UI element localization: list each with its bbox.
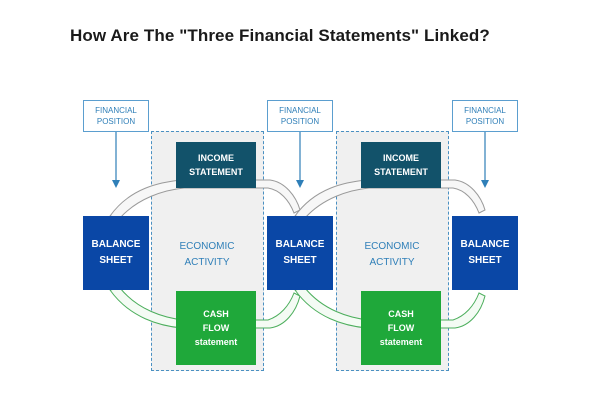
balance-sheet-box-3: BALANCE SHEET <box>452 216 518 290</box>
balance-sheet-box-2: BALANCE SHEET <box>267 216 333 290</box>
financial-position-line1: FINANCIAL <box>279 106 321 115</box>
income-statement-box-1: INCOME STATEMENT <box>176 142 256 188</box>
economic-activity-line1: ECONOMIC <box>364 241 420 252</box>
financial-position-line2: POSITION <box>280 117 320 126</box>
balance-sheet-line1: BALANCE <box>460 239 510 250</box>
cash-flow-line2: FLOW <box>202 323 230 333</box>
balance-sheet-line1: BALANCE <box>275 239 325 250</box>
cash-flow-line3: statement <box>379 337 423 347</box>
financial-position-label-1: FINANCIAL POSITION <box>83 100 149 132</box>
cash-flow-line1: CASH <box>203 309 229 319</box>
balance-sheet-line1: BALANCE <box>91 239 141 250</box>
financial-position-line1: FINANCIAL <box>464 106 506 115</box>
balance-sheet-line2: SHEET <box>468 255 502 266</box>
page-title: How Are The "Three Financial Statements"… <box>70 26 490 45</box>
cash-flow-ribbon-1 <box>109 287 301 329</box>
income-flow-ribbon-2 <box>294 179 486 219</box>
financial-position-label-2: FINANCIAL POSITION <box>267 100 333 132</box>
economic-activity-line2: ACTIVITY <box>184 257 230 268</box>
economic-activity-line2: ACTIVITY <box>369 257 415 268</box>
financial-position-line2: POSITION <box>96 117 136 126</box>
income-statement-line1: INCOME <box>383 153 419 163</box>
income-statement-line1: INCOME <box>198 153 234 163</box>
cash-flow-ribbon-2 <box>294 287 486 329</box>
economic-activity-label-2: ECONOMIC ACTIVITY <box>352 239 432 271</box>
cash-flow-line1: CASH <box>388 309 414 319</box>
financial-position-line2: POSITION <box>465 117 505 126</box>
income-flow-ribbon-1 <box>109 179 301 219</box>
income-statement-box-2: INCOME STATEMENT <box>361 142 441 188</box>
balance-sheet-line2: SHEET <box>99 255 133 266</box>
cash-flow-statement-box-2: CASH FLOW statement <box>361 291 441 365</box>
cash-flow-line3: statement <box>194 337 238 347</box>
economic-activity-line1: ECONOMIC <box>179 241 235 252</box>
cash-flow-line2: FLOW <box>387 323 415 333</box>
income-statement-line2: STATEMENT <box>189 167 243 177</box>
financial-position-line1: FINANCIAL <box>95 106 137 115</box>
income-statement-line2: STATEMENT <box>374 167 428 177</box>
financial-position-label-3: FINANCIAL POSITION <box>452 100 518 132</box>
economic-activity-label-1: ECONOMIC ACTIVITY <box>167 239 247 271</box>
balance-sheet-line2: SHEET <box>283 255 317 266</box>
cash-flow-statement-box-1: CASH FLOW statement <box>176 291 256 365</box>
balance-sheet-box-1: BALANCE SHEET <box>83 216 149 290</box>
